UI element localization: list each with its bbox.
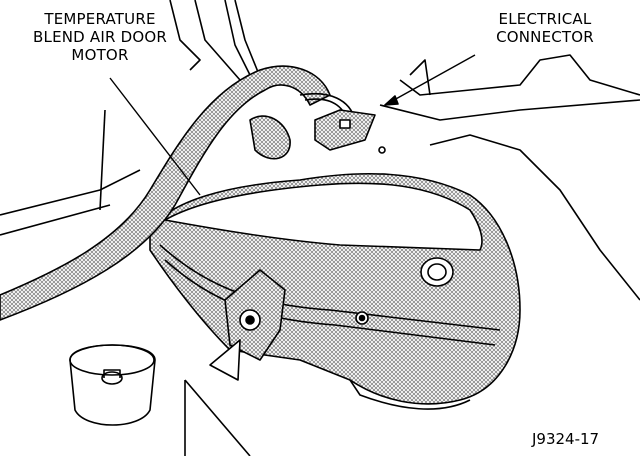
motor-callout-line-2: BLEND AIR DOOR bbox=[33, 28, 167, 46]
connector-callout: ELECTRICAL CONNECTOR bbox=[455, 10, 635, 46]
knob bbox=[69, 344, 156, 426]
figure-id: J9324-17 bbox=[532, 430, 600, 448]
motor-callout: TEMPERATURE BLEND AIR DOOR MOTOR bbox=[0, 10, 200, 64]
motor-callout-line-3: MOTOR bbox=[71, 46, 129, 64]
connector-leader-line bbox=[384, 54, 476, 106]
motor-callout-line-1: TEMPERATURE bbox=[44, 10, 156, 28]
motor-leader-line bbox=[109, 77, 201, 196]
connector-callout-line-2: CONNECTOR bbox=[496, 28, 594, 46]
connector-callout-line-1: ELECTRICAL bbox=[498, 10, 592, 28]
wiring-harness bbox=[0, 65, 376, 321]
blend-door-motor bbox=[149, 146, 521, 410]
